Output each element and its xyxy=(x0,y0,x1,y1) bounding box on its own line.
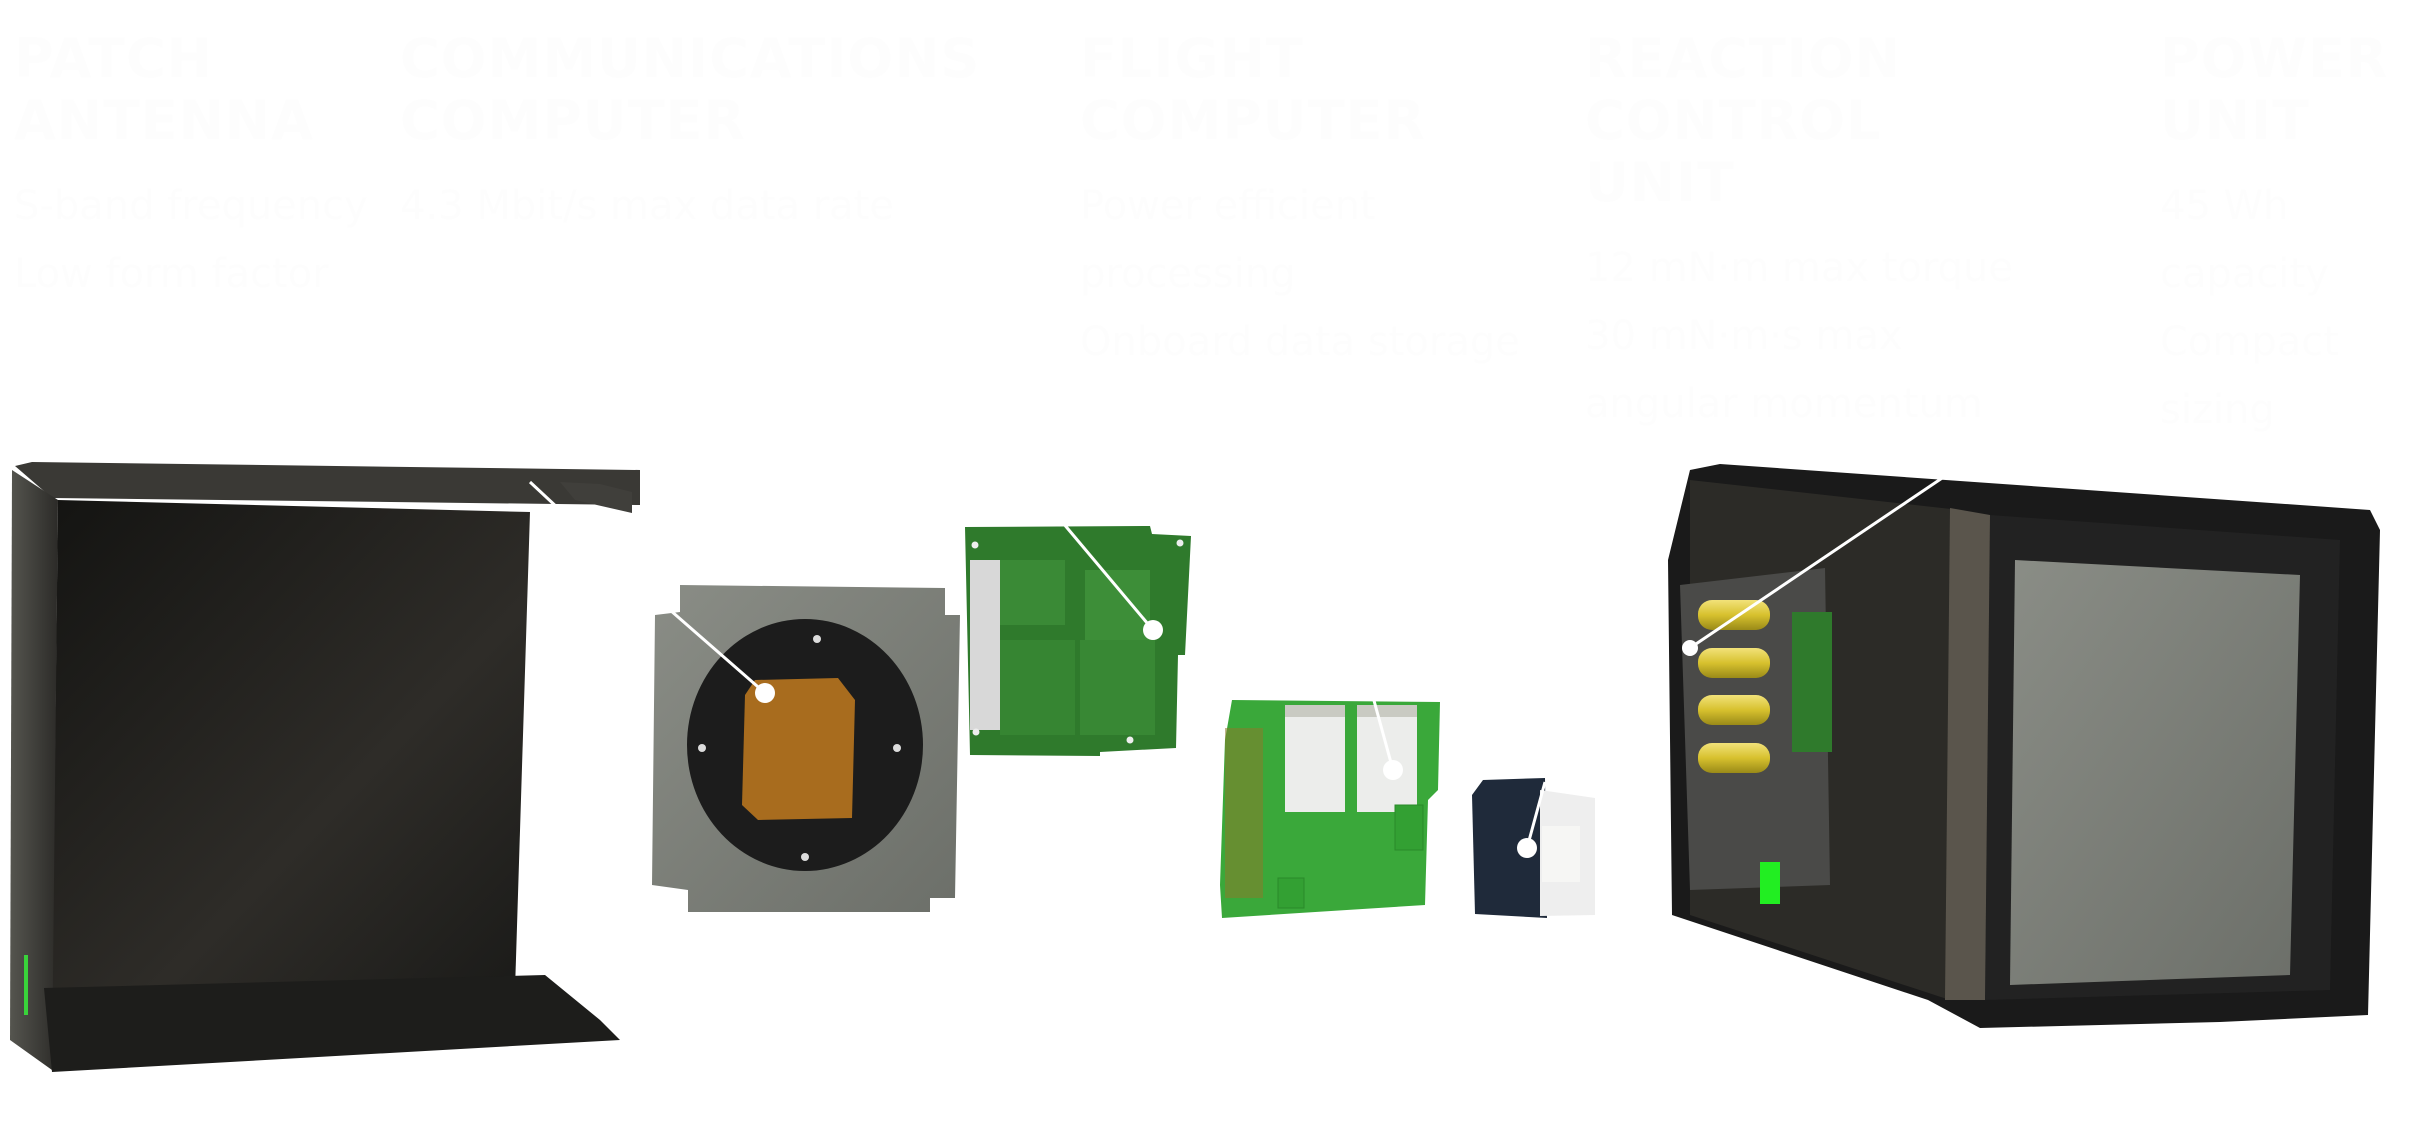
antenna-mount-hole xyxy=(813,635,821,643)
enclosure-side-wall xyxy=(10,470,58,1070)
label-title-line: REACTION xyxy=(1585,27,1901,90)
label-communications-computer: COMMUNICATIONS COMPUTER 4.3 Mbit/s max d… xyxy=(400,28,1080,240)
label-feature: 45 Wh capacity xyxy=(2160,183,2329,297)
label-reaction-control-unit: REACTION CONTROL UNIT 12 mN·m max torque… xyxy=(1585,28,2025,438)
battery-cell xyxy=(1698,648,1770,678)
antenna-mount-hole xyxy=(698,744,706,752)
battery-cell xyxy=(1698,600,1770,630)
enclosure-green-indicator xyxy=(24,955,28,1015)
comms-mount-hole xyxy=(971,541,979,549)
comms-module xyxy=(1085,570,1150,640)
label-title-line: COMPUTER xyxy=(400,89,747,152)
label-title-line: POWER xyxy=(2160,27,2389,90)
battery-pcb xyxy=(1792,612,1832,752)
reaction-wheel-housing xyxy=(1472,778,1547,918)
leader-line-flight-computer xyxy=(1368,685,1395,771)
battery-cell xyxy=(1698,743,1770,773)
flight-storage-module xyxy=(1285,717,1345,812)
antenna-mount-hole xyxy=(801,853,809,861)
label-title-line: FLIGHT xyxy=(1080,27,1304,90)
label-feature: 30 mN·m·s max angular momentum xyxy=(1585,313,1983,427)
leader-dot-patch-antenna xyxy=(755,683,775,703)
flight-edge-connector xyxy=(1225,728,1263,898)
leader-dot-reaction-control-unit xyxy=(1517,838,1537,858)
leader-dot-communications-computer xyxy=(1143,620,1163,640)
flight-chip xyxy=(1394,804,1424,851)
enclosure-cover xyxy=(10,462,640,1072)
comms-mount-hole xyxy=(972,728,980,736)
label-title-line: ANTENNA xyxy=(14,89,314,152)
label-feature: 4.3 Mbit/s max data rate xyxy=(400,183,894,229)
label-flight-computer: FLIGHT COMPUTER Power efficient processi… xyxy=(1080,28,1540,376)
battery-cell xyxy=(1698,695,1770,725)
flight-chip xyxy=(1277,877,1305,909)
enclosure-top-lip xyxy=(560,482,632,513)
label-feature: Power efficient processing xyxy=(1080,183,1376,297)
label-title-line: COMMUNICATIONS xyxy=(400,27,981,90)
power-unit-chassis xyxy=(1668,464,2380,1028)
label-title-line: CONTROL UNIT xyxy=(1585,89,1882,214)
label-title-line: COMPUTER xyxy=(1080,89,1427,152)
leader-dot-power-unit xyxy=(1682,640,1698,656)
comms-module xyxy=(1000,640,1075,735)
comms-header-connector xyxy=(970,560,1000,730)
label-title-line: PATCH xyxy=(14,27,213,90)
leader-line-communications-computer xyxy=(1061,522,1155,631)
patch-antenna xyxy=(652,585,960,912)
leader-line-patch-antenna xyxy=(669,608,766,695)
reaction-wheel-flywheel xyxy=(1542,826,1580,882)
chassis-solar-panel xyxy=(2010,560,2300,985)
chassis-rail xyxy=(1945,508,1990,1000)
reaction-control-unit xyxy=(1472,778,1595,918)
label-feature: 12 mN·m max torque xyxy=(1585,245,2014,291)
enclosure-top-flange xyxy=(15,462,640,505)
leader-lines xyxy=(528,464,1961,858)
enclosure-bottom-flange xyxy=(44,975,620,1072)
label-feature: Compact sizing xyxy=(2160,319,2339,433)
label-title-line: UNIT xyxy=(2160,89,2310,152)
comms-mount-hole xyxy=(1126,736,1134,744)
enclosure-back-wall xyxy=(52,500,530,1000)
comms-mount-hole xyxy=(1176,539,1184,547)
leader-dot-flight-computer xyxy=(1383,760,1403,780)
antenna-mount-hole xyxy=(893,744,901,752)
comms-module xyxy=(1000,560,1065,625)
leader-line-power-unit xyxy=(1689,464,1961,650)
label-patch-antenna: PATCH ANTENNA S-band frequency Low form … xyxy=(14,28,394,308)
label-feature: Low form factor xyxy=(14,251,329,297)
antenna-patch xyxy=(742,678,855,820)
label-feature: Onboard data storage xyxy=(1080,319,1520,365)
label-feature: S-band frequency xyxy=(14,183,368,229)
flight-computer-board xyxy=(1220,700,1440,918)
label-power-unit: POWER UNIT 45 Wh capacity Compact sizing xyxy=(2160,28,2430,444)
comms-module xyxy=(1080,640,1155,735)
leader-line-patch-antenna xyxy=(528,480,562,512)
power-indicator xyxy=(1760,862,1780,904)
communications-computer-board xyxy=(965,526,1191,756)
leader-line-reaction-control-unit xyxy=(1525,781,1547,849)
